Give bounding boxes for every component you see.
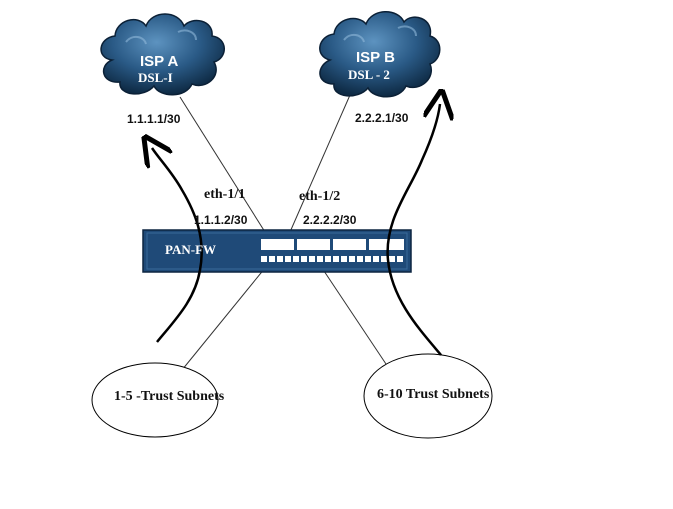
left-subnet-label: 1-5 -Trust Subnets <box>114 389 225 404</box>
firewall-label: PAN-FW <box>165 242 217 257</box>
firewall-port <box>397 256 403 262</box>
firewall-port <box>381 256 387 262</box>
firewall-port <box>357 256 363 262</box>
link-fw-right-subnet <box>321 267 391 371</box>
right-subnet-ellipse <box>363 353 493 439</box>
firewall-port <box>373 256 379 262</box>
interface-eth1-2-address: 2.2.2.2/30 <box>303 213 357 227</box>
isp-a-cloud-icon <box>100 13 225 96</box>
firewall-port <box>293 256 299 262</box>
firewall-port <box>317 256 323 262</box>
firewall-port <box>309 256 315 262</box>
firewall-ports-top <box>261 239 404 250</box>
right-subnet-label: 6-10 Trust Subnets <box>377 387 490 402</box>
isp-b-subtitle: DSL - 2 <box>348 67 390 82</box>
left-traffic-arrow <box>152 148 203 343</box>
link-ispb-fw <box>289 94 351 233</box>
isp-b-address: 2.2.2.1/30 <box>355 111 409 125</box>
firewall-port <box>301 256 307 262</box>
left-subnet-ellipse <box>91 362 219 438</box>
isp-a-title: ISP A <box>140 53 179 70</box>
firewall-port <box>341 256 347 262</box>
firewall-port <box>261 256 267 262</box>
firewall-ports-bottom <box>261 256 403 262</box>
interface-eth1-1-name: eth-1/1 <box>204 187 246 202</box>
interface-eth1-2-name: eth-1/2 <box>299 189 341 204</box>
firewall-port <box>325 256 331 262</box>
firewall-port <box>349 256 355 262</box>
isp-a-address: 1.1.1.1/30 <box>127 112 181 126</box>
isp-b-cloud-icon <box>319 11 441 98</box>
interface-eth1-1-address: 1.1.1.2/30 <box>194 213 248 227</box>
link-ispa-fw <box>179 96 266 233</box>
firewall-port <box>269 256 275 262</box>
isp-a-subtitle: DSL-I <box>138 70 173 85</box>
firewall-port <box>333 256 339 262</box>
firewall-port <box>277 256 283 262</box>
right-traffic-arrow <box>386 104 441 356</box>
firewall-port <box>365 256 371 262</box>
firewall-port <box>285 256 291 262</box>
firewall-port <box>389 256 395 262</box>
link-fw-left-subnet <box>181 267 266 371</box>
firewall-device <box>142 229 412 273</box>
isp-b-title: ISP B <box>356 49 395 66</box>
